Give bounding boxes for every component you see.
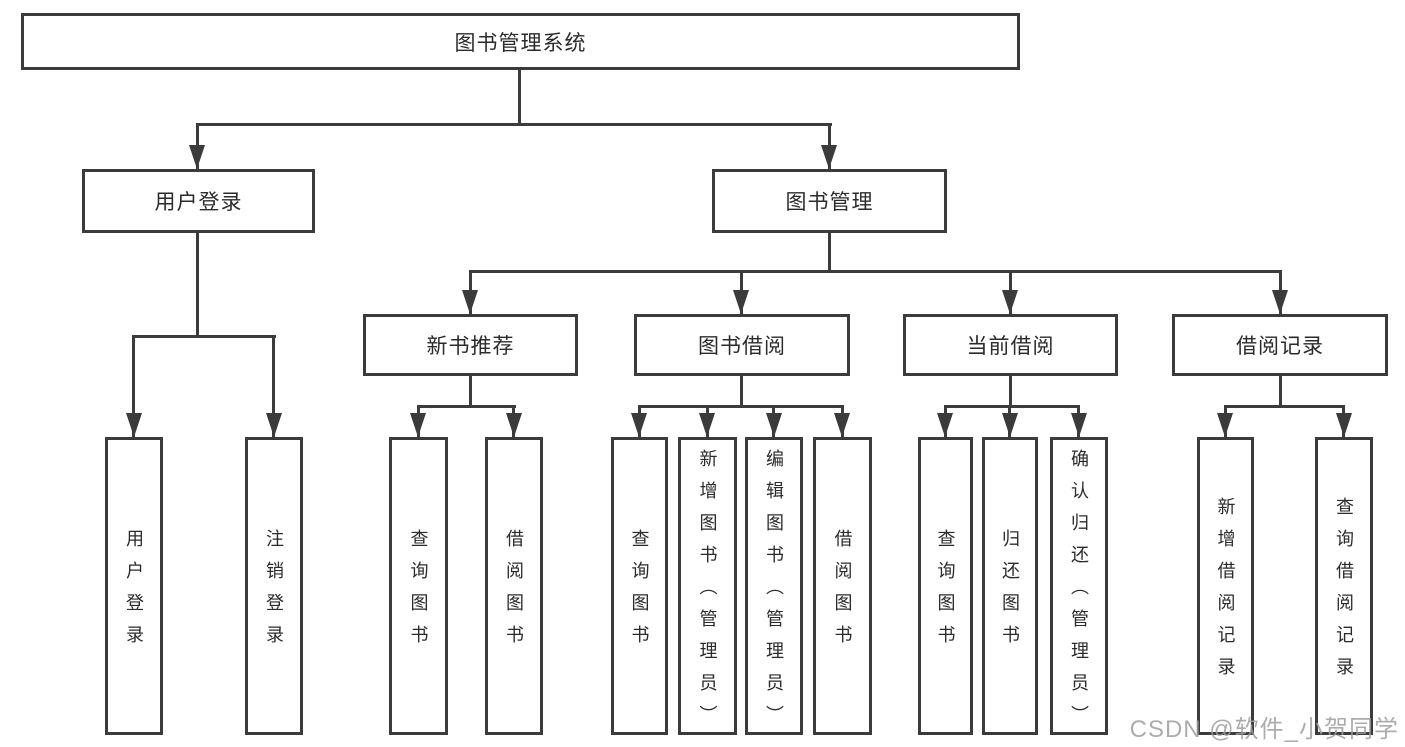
node-label: 确认归还（管理员） bbox=[1069, 449, 1089, 737]
node-label: 图书管理 bbox=[785, 191, 874, 214]
node-book-borrow: 图书借阅 bbox=[634, 314, 850, 376]
leaf-edit-books-admin: 编辑图书（管理员） bbox=[745, 437, 803, 737]
arrow-down-icon bbox=[1336, 413, 1352, 437]
node-label: 新书推荐 bbox=[426, 335, 515, 358]
node-label: 借阅记录 bbox=[1236, 335, 1324, 358]
connector-line bbox=[417, 405, 516, 408]
arrow-down-icon bbox=[631, 413, 647, 437]
node-label: 图书管理系统 bbox=[454, 31, 587, 55]
leaf-query-borrow-record: 查询借阅记录 bbox=[1315, 437, 1373, 735]
arrow-down-icon bbox=[126, 413, 142, 437]
node-label: 借阅图书 bbox=[504, 529, 524, 657]
arrow-down-icon bbox=[821, 145, 837, 169]
connector-line bbox=[132, 335, 276, 338]
node-borrow-records: 借阅记录 bbox=[1172, 314, 1388, 376]
node-label: 用户登录 bbox=[154, 191, 243, 214]
leaf-confirm-return-admin: 确认归还（管理员） bbox=[1050, 437, 1108, 737]
leaf-query-books: 查询图书 bbox=[389, 437, 448, 735]
arrow-down-icon bbox=[266, 413, 282, 437]
node-label: 查询图书 bbox=[629, 529, 650, 657]
connector-line bbox=[740, 376, 743, 408]
csdn-watermark: CSDN @软件_小贺同学 bbox=[1129, 716, 1399, 743]
arrow-down-icon bbox=[462, 290, 478, 314]
node-label: 查询图书 bbox=[408, 529, 429, 657]
arrow-down-icon bbox=[733, 290, 749, 314]
leaf-borrow-books: 借阅图书 bbox=[485, 437, 543, 735]
node-book-management: 图书管理 bbox=[712, 169, 947, 233]
node-label: 用户登录 bbox=[124, 529, 144, 657]
node-new-book-recommend: 新书推荐 bbox=[363, 314, 578, 376]
node-label: 借阅图书 bbox=[832, 529, 853, 657]
arrow-down-icon bbox=[834, 413, 850, 437]
arrow-down-icon bbox=[1071, 413, 1087, 437]
connector-line bbox=[272, 335, 275, 437]
arrow-down-icon bbox=[1002, 290, 1018, 314]
arrow-down-icon bbox=[189, 145, 205, 169]
node-label: 当前借阅 bbox=[966, 335, 1055, 358]
node-label: 新增图书（管理员） bbox=[697, 449, 718, 737]
arrow-down-icon bbox=[699, 413, 715, 437]
leaf-user-login: 用户登录 bbox=[105, 437, 163, 735]
leaf-query-books: 查询图书 bbox=[918, 437, 973, 735]
connector-line bbox=[1279, 376, 1282, 408]
connector-line bbox=[518, 70, 521, 126]
connector-line bbox=[1009, 376, 1012, 408]
leaf-add-borrow-record: 新增借阅记录 bbox=[1197, 437, 1254, 735]
connector-line bbox=[469, 376, 472, 408]
leaf-borrow-books: 借阅图书 bbox=[813, 437, 872, 735]
arrow-down-icon bbox=[1002, 413, 1018, 437]
node-current-borrow: 当前借阅 bbox=[903, 314, 1118, 376]
connector-line bbox=[944, 405, 1080, 408]
connector-line bbox=[196, 123, 832, 126]
node-label: 编辑图书（管理员） bbox=[764, 449, 784, 737]
node-label: 新增借阅记录 bbox=[1215, 497, 1236, 689]
connector-line bbox=[1224, 405, 1345, 408]
arrow-down-icon bbox=[506, 413, 522, 437]
connector-line bbox=[196, 233, 199, 338]
arrow-down-icon bbox=[410, 413, 426, 437]
arrow-down-icon bbox=[937, 413, 953, 437]
connector-line bbox=[469, 270, 1282, 273]
leaf-query-books: 查询图书 bbox=[611, 437, 668, 735]
arrow-down-icon bbox=[1272, 290, 1288, 314]
connector-line bbox=[638, 405, 844, 408]
connector-line bbox=[828, 233, 831, 273]
node-label: 查询图书 bbox=[935, 529, 956, 657]
leaf-return-books: 归还图书 bbox=[982, 437, 1038, 735]
node-label: 查询借阅记录 bbox=[1334, 497, 1354, 689]
node-label: 归还图书 bbox=[1000, 529, 1020, 657]
node-library-system: 图书管理系统 bbox=[21, 13, 1020, 70]
leaf-logout: 注销登录 bbox=[245, 437, 303, 735]
node-label: 注销登录 bbox=[264, 529, 284, 657]
leaf-add-books-admin: 新增图书（管理员） bbox=[678, 437, 737, 737]
connector-line bbox=[132, 335, 135, 437]
arrow-down-icon bbox=[1217, 413, 1233, 437]
arrow-down-icon bbox=[766, 413, 782, 437]
node-user-login: 用户登录 bbox=[82, 169, 315, 233]
node-label: 图书借阅 bbox=[698, 335, 786, 358]
